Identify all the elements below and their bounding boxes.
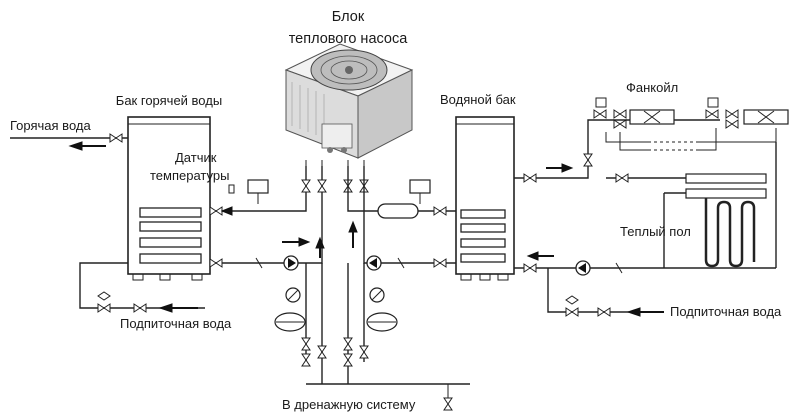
hot-water-label: Горячая вода bbox=[10, 118, 91, 133]
right-tank-upper-valve-icon bbox=[433, 206, 447, 216]
makeup-water-right-label: Подпиточная вода bbox=[670, 304, 782, 319]
left-makeup-valve-1-icon bbox=[97, 303, 111, 313]
floor-heating-loop bbox=[704, 198, 756, 268]
right-riser-valve-1-icon bbox=[343, 337, 353, 351]
fancoil-supply-valve-icon bbox=[523, 173, 537, 183]
fancoil-1-valve-a-icon bbox=[593, 109, 607, 119]
left-riser-valve-2-icon bbox=[301, 353, 311, 367]
temp-sensor-label-2: температуры bbox=[150, 168, 229, 183]
fancoil-2-valve-b-icon bbox=[725, 109, 739, 119]
drain-label: В дренажную систему bbox=[282, 397, 416, 412]
fancoil-unit-1 bbox=[595, 97, 675, 125]
return-valve-icon bbox=[523, 263, 537, 273]
fancoil-unit-2 bbox=[707, 97, 789, 125]
tank-lower-valve-icon bbox=[209, 258, 223, 268]
temp-controller-box bbox=[247, 179, 269, 194]
right-tank-lower-valve-icon bbox=[433, 258, 447, 268]
right-riser-valve-3-icon bbox=[343, 353, 353, 367]
left-riser-valve-3-icon bbox=[317, 345, 327, 359]
fancoil-2-valve-a-icon bbox=[705, 109, 719, 119]
hot-water-valve-icon bbox=[109, 133, 123, 143]
right-riser-valve-2-icon bbox=[359, 345, 369, 359]
right-makeup-valve-1-icon bbox=[565, 307, 579, 317]
left-makeup-valve-2-icon bbox=[133, 303, 147, 313]
return-pump-icon bbox=[575, 260, 591, 276]
separator-vessel bbox=[377, 203, 419, 219]
fancoil-riser-valve-icon bbox=[583, 153, 593, 167]
temp-sensor-probe bbox=[228, 184, 235, 194]
right-makeup-valve-2-icon bbox=[597, 307, 611, 317]
hot-water-arrow-icon bbox=[68, 141, 83, 151]
floor-manifold-supply bbox=[685, 173, 767, 184]
floor-heating-label: Теплый пол bbox=[620, 224, 691, 239]
tank-upper-valve-icon bbox=[209, 206, 223, 216]
left-riser-valve-1-icon bbox=[301, 337, 311, 351]
floor-supply-valve-icon bbox=[615, 173, 629, 183]
hot-water-tank bbox=[127, 116, 211, 281]
fancoil-1-valve-b-icon bbox=[613, 109, 627, 119]
right-controller-box bbox=[409, 179, 431, 194]
fancoil-2-valve-c-icon bbox=[725, 119, 739, 129]
floor-manifold-return bbox=[685, 188, 767, 199]
water-tank-label: Водяной бак bbox=[440, 92, 516, 107]
right-pump-icon bbox=[366, 255, 382, 271]
fancoil-1-valve-c-icon bbox=[613, 119, 627, 129]
water-tank bbox=[455, 116, 515, 281]
hp-left-valve-2-icon bbox=[317, 179, 327, 193]
drain-valve-icon bbox=[443, 397, 453, 411]
temp-sensor-label-1: Датчик bbox=[175, 150, 217, 165]
heat-pump-label-1: Блок bbox=[332, 9, 365, 25]
fancoil-label: Фанкойл bbox=[626, 80, 678, 95]
heat-pump-label-2: теплового насоса bbox=[289, 31, 409, 47]
hp-left-valve-1-icon bbox=[301, 179, 311, 193]
heat-pump-unit bbox=[284, 43, 414, 159]
makeup-water-left-label: Подпиточная вода bbox=[120, 316, 232, 331]
left-pump-icon bbox=[283, 255, 299, 271]
hot-water-tank-label: Бак горячей воды bbox=[116, 93, 222, 108]
